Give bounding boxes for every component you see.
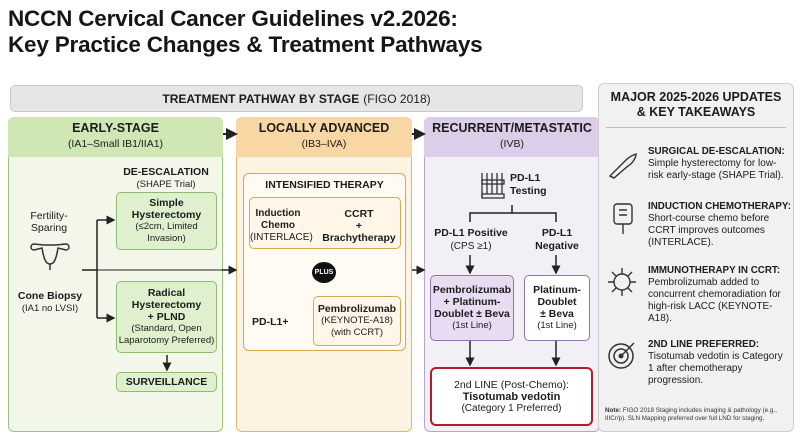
update-item-2: INDUCTION CHEMOTHERAPY: Short-course che… bbox=[648, 201, 791, 249]
updates-divider bbox=[606, 127, 786, 128]
note-label: Note: bbox=[605, 407, 622, 414]
pdl1-positive-sub: (CPS ≥1) bbox=[450, 241, 492, 252]
update-item-4: 2ND LINE PREFERRED: Tisotumab vedotin is… bbox=[648, 339, 791, 387]
update-1-title: SURGICAL DE-ESCALATION: bbox=[648, 146, 785, 157]
update-2-title: INDUCTION CHEMOTHERAPY: bbox=[648, 201, 791, 212]
note-text: FIGO 2018 Staging includes imaging & pat… bbox=[605, 407, 777, 422]
simple-hysterectomy-title: Simple Hysterectomy bbox=[131, 197, 202, 221]
pembro-doublet-line: (1st Line) bbox=[452, 320, 492, 331]
pembrolizumab-box: Pembrolizumab (KEYNOTE-A18) (with CCRT) bbox=[313, 296, 401, 346]
recurrent-subtitle: (IVB) bbox=[500, 138, 524, 150]
pdl1-positive-label: PD-L1+ bbox=[252, 316, 289, 328]
pdl1-testing-label: PD-L1 Testing bbox=[510, 172, 547, 197]
locally-advanced-subtitle: (IB3–IVA) bbox=[301, 138, 347, 150]
deescalation-subtitle: (SHAPE Trial) bbox=[136, 179, 196, 190]
update-item-1: SURGICAL DE-ESCALATION: Simple hysterect… bbox=[648, 146, 791, 182]
locally-advanced-header bbox=[236, 117, 412, 157]
early-stage-subtitle: (IA1–Small IB1/IIA1) bbox=[67, 138, 164, 150]
surveillance-box: SURVEILLANCE bbox=[116, 372, 217, 392]
recurrent-header bbox=[424, 117, 600, 157]
scalpel-icon bbox=[608, 153, 637, 179]
update-3-text: Pembrolizumab added to concurrent chemor… bbox=[648, 277, 781, 324]
second-line-title: 2nd LINE (Post-Chemo): bbox=[454, 378, 569, 391]
update-4-title: 2ND LINE PREFERRED: bbox=[648, 339, 760, 350]
band-title: TREATMENT PATHWAY BY STAGE bbox=[162, 91, 360, 106]
virus-icon bbox=[608, 268, 636, 296]
staging-note: Note: FIGO 2018 Staging includes imaging… bbox=[605, 407, 795, 423]
simple-hysterectomy-sub: (≤2cm, Limited Invasion) bbox=[135, 221, 198, 244]
band-subtitle: (FIGO 2018) bbox=[363, 91, 431, 106]
deescalation-title: DE-ESCALATION bbox=[123, 166, 209, 178]
pathway-band: TREATMENT PATHWAY BY STAGE (FIGO 2018) bbox=[10, 85, 583, 112]
radical-hysterectomy-title: Radical Hysterectomy + PLND bbox=[131, 287, 202, 323]
pdl1-positive-heading: PD-L1 Positive bbox=[434, 227, 508, 239]
induction-chemo-title: Induction Chemo bbox=[255, 208, 301, 231]
early-stage-header bbox=[8, 117, 223, 157]
update-item-3: IMMUNOTHERAPY IN CCRT: Pembrolizumab add… bbox=[648, 265, 791, 325]
update-2-text: Short-course chemo before CCRT improves … bbox=[648, 213, 770, 248]
induction-chemo-block: Induction Chemo (INTERLACE) bbox=[250, 208, 313, 244]
radical-hysterectomy-sub: (Standard, Open Laparotomy Preferred) bbox=[118, 323, 215, 346]
induction-ccrt-box bbox=[249, 197, 401, 249]
title-line-2: Key Practice Changes & Treatment Pathway… bbox=[8, 32, 483, 57]
update-3-title: IMMUNOTHERAPY IN CCRT: bbox=[648, 265, 781, 276]
pdl1-negative-heading: PD-L1 Negative bbox=[535, 227, 579, 252]
platinum-doublet-line: (1st Line) bbox=[537, 320, 577, 331]
test-tube-rack-icon bbox=[481, 173, 505, 199]
target-icon bbox=[608, 342, 635, 369]
simple-hysterectomy-box: Simple Hysterectomy (≤2cm, Limited Invas… bbox=[116, 192, 217, 250]
testing-split-line bbox=[469, 205, 557, 222]
pembrolizumab-title: Pembrolizumab bbox=[317, 303, 397, 315]
update-4-text: Tisotumab vedotin is Category 1 after ch… bbox=[648, 351, 783, 386]
ccrt-brachytherapy: CCRT + Brachytherapy bbox=[322, 208, 396, 244]
cone-biopsy-sub: (IA1 no LVSI) bbox=[21, 303, 79, 314]
intensified-therapy-title: INTENSIFIED THERAPY bbox=[265, 179, 384, 191]
updates-title: MAJOR 2025-2026 UPDATES & KEY TAKEAWAYS bbox=[610, 90, 782, 119]
pembro-doublet-box: Pembrolizumab + Platinum- Doublet ± Beva… bbox=[430, 275, 514, 341]
platinum-doublet-regimen: Platinum- Doublet ± Beva bbox=[533, 284, 581, 320]
induction-chemo-sub: (INTERLACE) bbox=[250, 232, 313, 243]
page-title: NCCN Cervical Cancer Guidelines v2.2026:… bbox=[8, 6, 483, 58]
update-1-text: Simple hysterectomy for low-risk early-s… bbox=[648, 158, 784, 181]
second-line-drug: Tisotumab vedotin bbox=[462, 390, 561, 403]
platinum-doublet-box: Platinum- Doublet ± Beva (1st Line) bbox=[524, 275, 590, 341]
second-line-sub: (Category 1 Preferred) bbox=[461, 402, 562, 414]
iv-bag-icon bbox=[613, 203, 633, 234]
cone-biopsy-label: Cone Biopsy bbox=[17, 290, 83, 302]
fertility-sparing-label: Fertility- Sparing bbox=[30, 210, 68, 234]
second-line-box: 2nd LINE (Post-Chemo): Tisotumab vedotin… bbox=[430, 367, 593, 426]
recurrent-title: RECURRENT/METASTATIC bbox=[432, 121, 592, 135]
pembrolizumab-sub: (KEYNOTE-A18) (with CCRT) bbox=[321, 315, 393, 338]
plus-badge: PLUS bbox=[312, 262, 336, 283]
title-line-1: NCCN Cervical Cancer Guidelines v2.2026: bbox=[8, 6, 458, 31]
pembro-doublet-regimen: Pembrolizumab + Platinum- Doublet ± Beva bbox=[432, 284, 512, 320]
radical-hysterectomy-box: Radical Hysterectomy + PLND (Standard, O… bbox=[116, 281, 217, 353]
early-stage-title: EARLY-STAGE bbox=[72, 121, 159, 135]
updates-panel bbox=[598, 83, 794, 432]
uterus-icon bbox=[30, 243, 70, 270]
early-branch-lines bbox=[82, 219, 114, 319]
locally-advanced-title: LOCALLY ADVANCED bbox=[258, 121, 390, 135]
